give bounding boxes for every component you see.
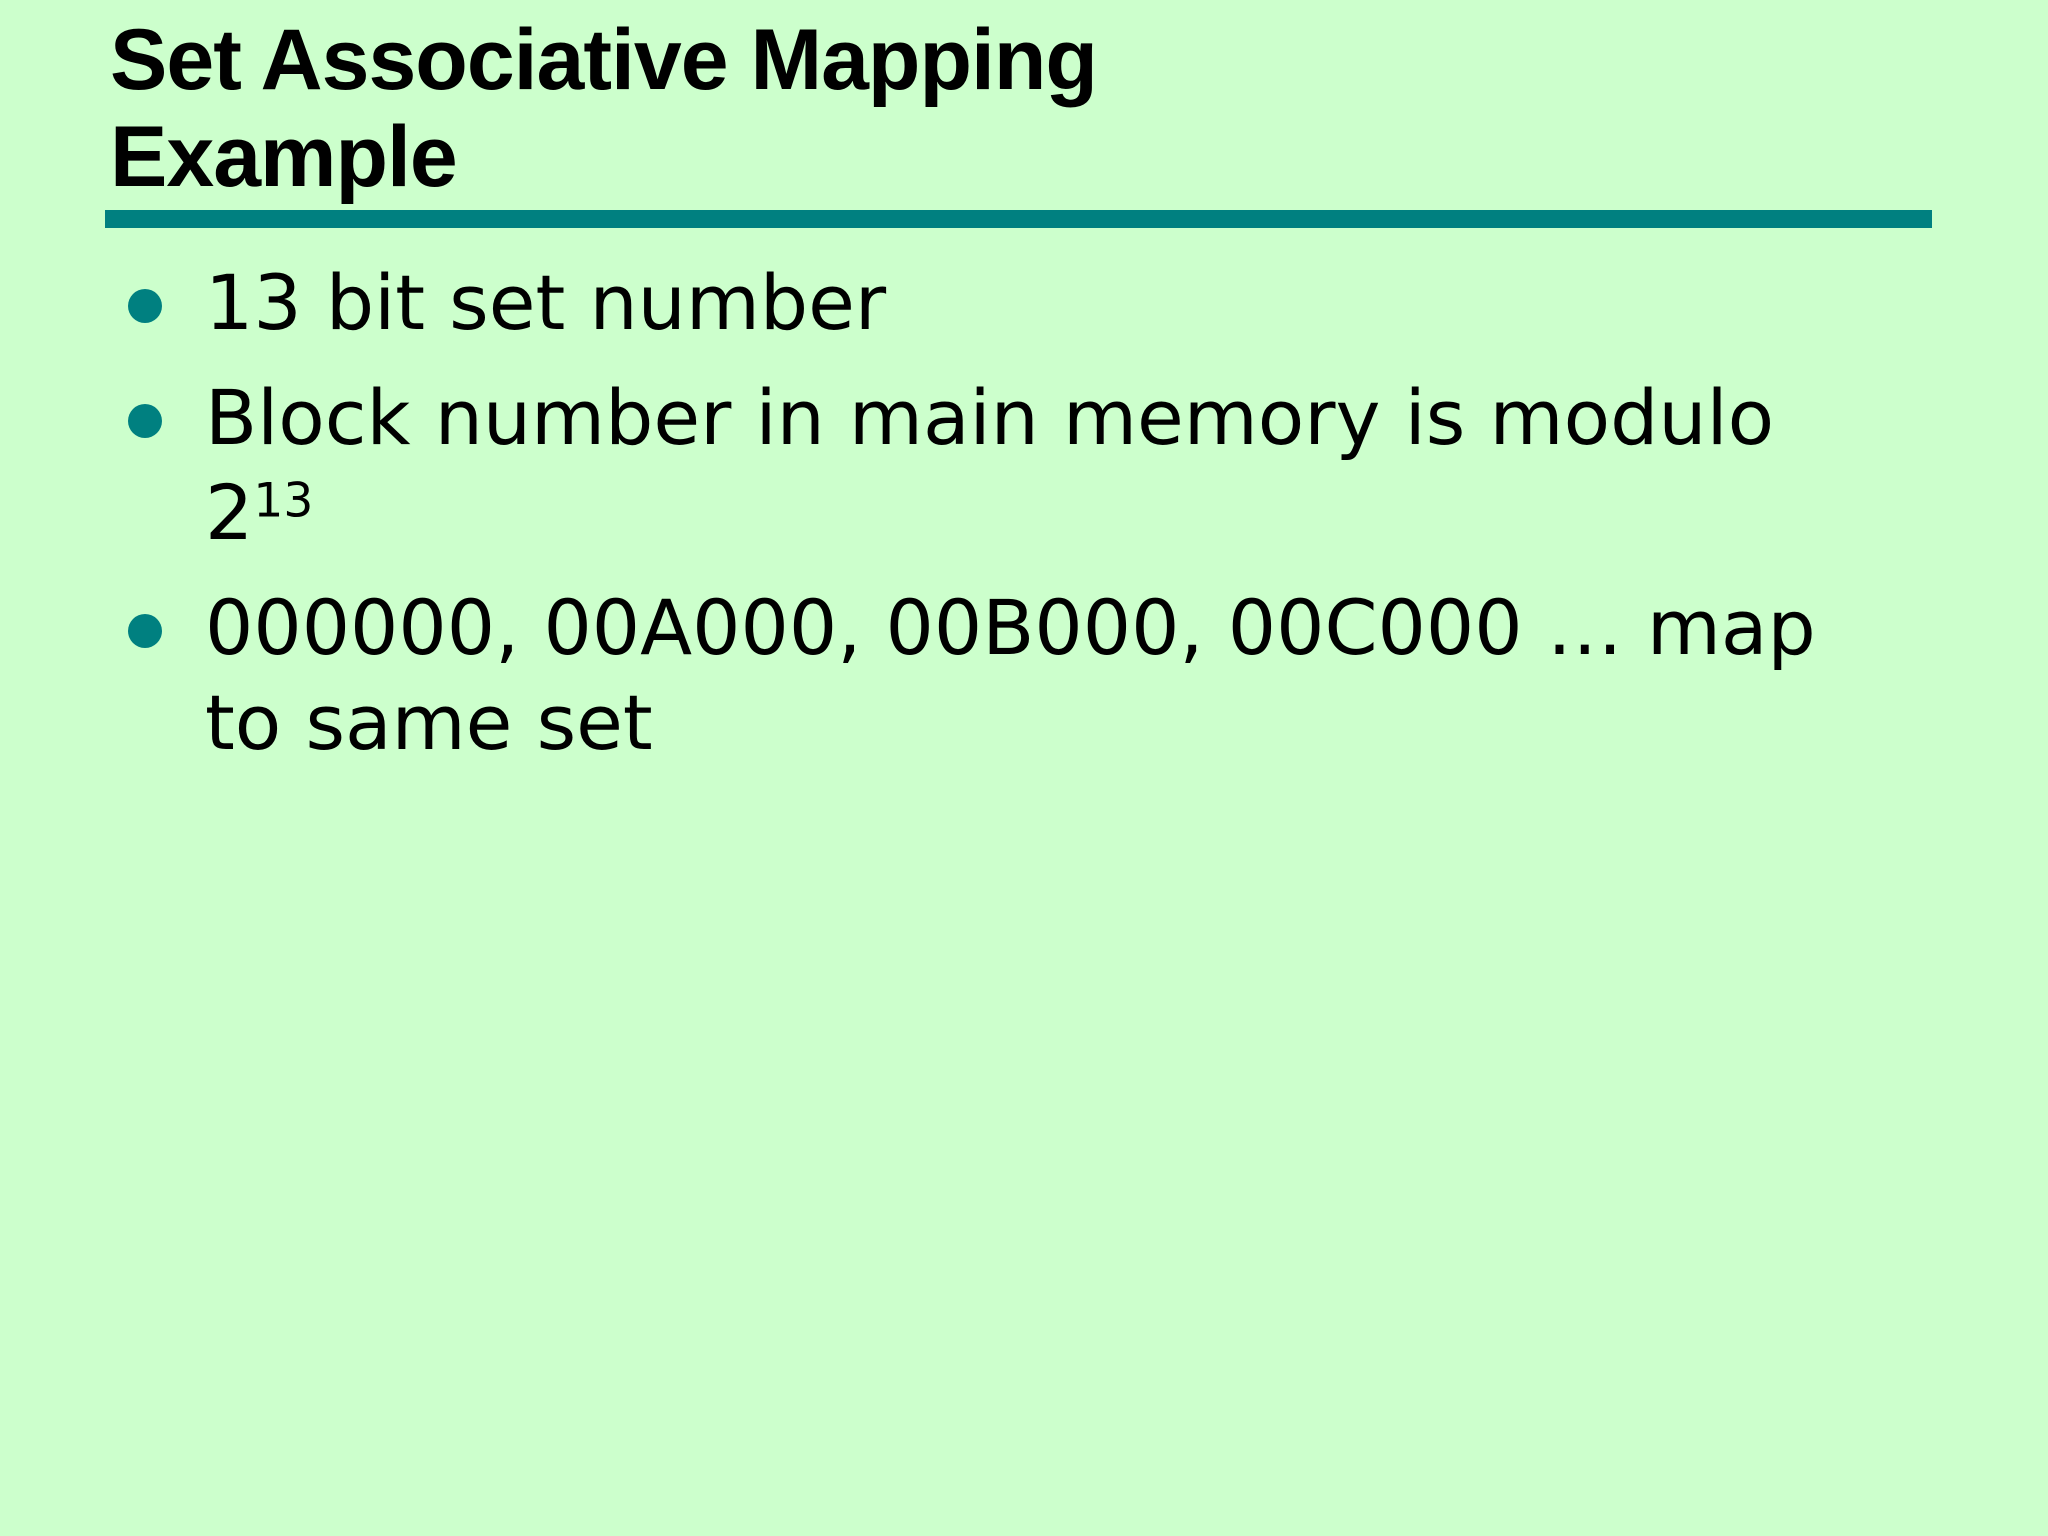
- title-line-1: Set Associative Mapping: [110, 12, 1098, 108]
- bullet-text: 13 bit set number: [205, 255, 886, 350]
- formula-superscript: 13: [253, 473, 314, 529]
- bullet-list: 13 bit set number Block number in main m…: [105, 255, 1945, 790]
- bullet-item-3: 000000, 00A000, 00B000, 00C000 … map to …: [105, 580, 1945, 770]
- bullet-line: 13 bit set number: [205, 258, 887, 347]
- formula: 213: [205, 468, 313, 557]
- bullet-marker-icon: [128, 404, 162, 438]
- bullet-item-1: 13 bit set number: [105, 255, 1945, 350]
- bullet-line: to same set: [205, 678, 653, 767]
- bullet-text: 000000, 00A000, 00B000, 00C000 … map to …: [205, 580, 1816, 770]
- bullet-text: Block number in main memory is modulo 21…: [205, 370, 1774, 560]
- page-title: Set Associative Mapping Example: [110, 12, 1098, 206]
- bullet-line: Block number in main memory is modulo: [205, 373, 1775, 462]
- title-line-2: Example: [110, 109, 458, 205]
- formula-base: 2: [205, 468, 254, 557]
- bullet-line: 000000, 00A000, 00B000, 00C000 … map: [205, 583, 1816, 672]
- title-underline: [105, 210, 1932, 228]
- bullet-marker-icon: [128, 289, 162, 323]
- bullet-marker-icon: [128, 614, 162, 648]
- bullet-item-2: Block number in main memory is modulo 21…: [105, 370, 1945, 560]
